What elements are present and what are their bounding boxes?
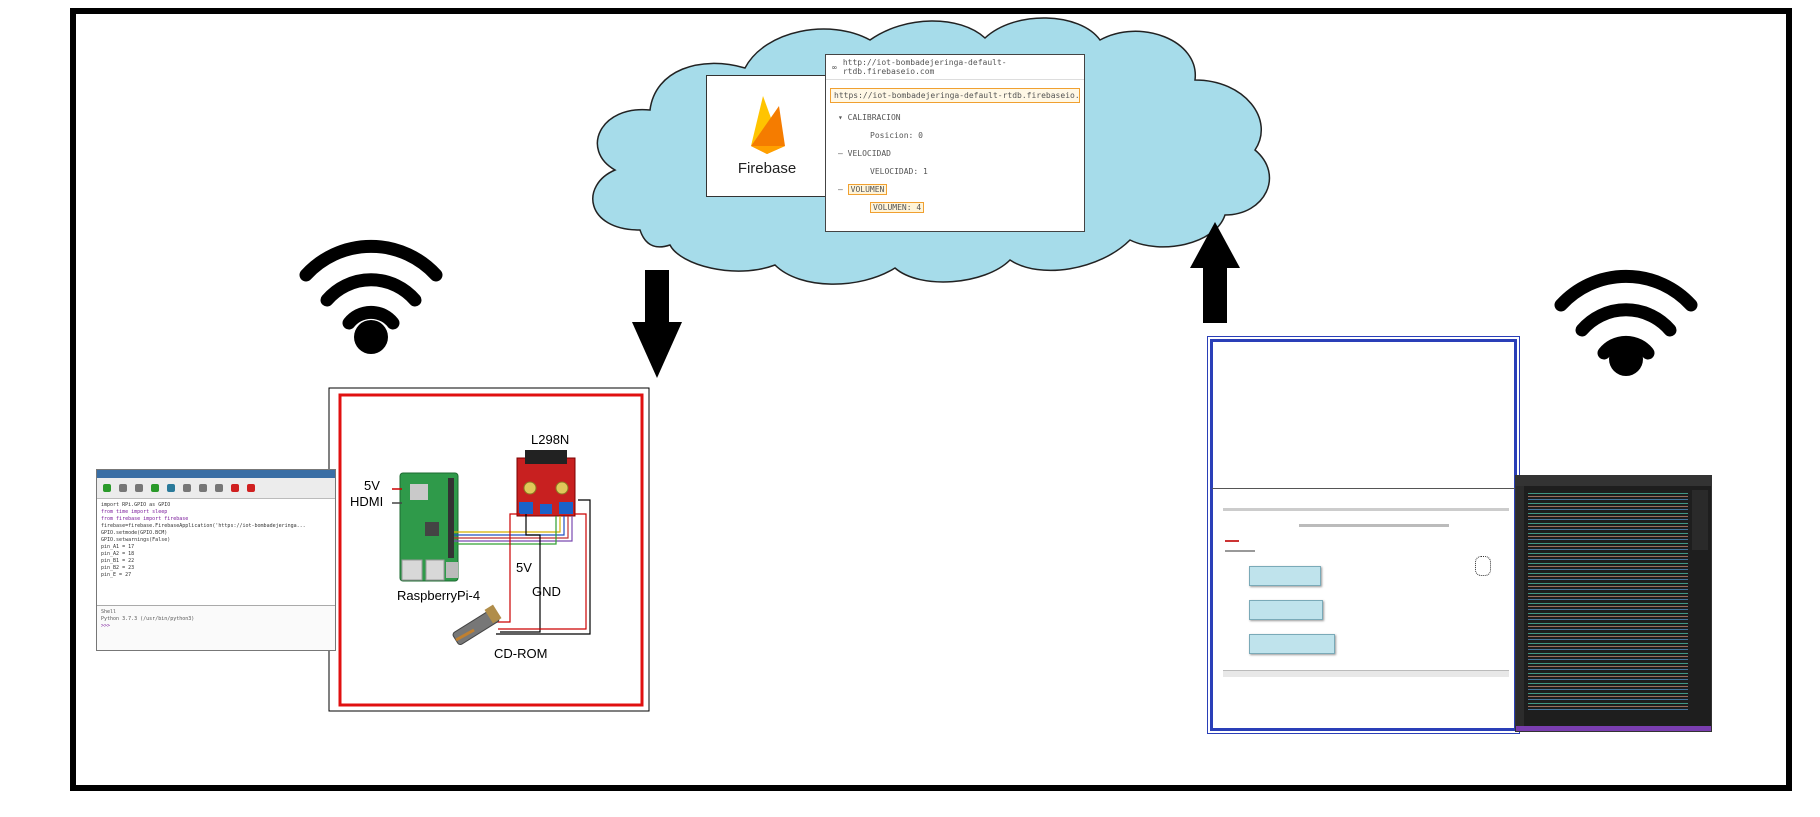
wifi-dot: [354, 320, 388, 354]
db-node-velocidad: — VELOCIDAD: [838, 149, 891, 158]
db-node-label: VELOCIDAD: [847, 149, 891, 158]
code-line: firebase=firebase.FirebaseApplication('h…: [101, 523, 306, 529]
db-node-label: CALIBRACION: [847, 113, 901, 122]
shell-line: Python 3.7.3 (/usr/bin/python3): [101, 616, 195, 622]
step-out-icon: [215, 484, 223, 492]
vscode-screenshot: [1515, 475, 1712, 732]
code-line: pin_A2 = 18: [101, 551, 135, 557]
cdrom-motor: [452, 604, 502, 646]
vscode-minimap: [1692, 490, 1708, 550]
devices-divider: [1212, 488, 1515, 489]
ide-titlebar: [97, 470, 335, 478]
db-node-label: VOLUMEN: [847, 184, 888, 195]
db-node-volumen: — VOLUMEN: [838, 184, 888, 195]
arrow-up-icon: [1190, 222, 1240, 323]
wifi-icon: [1554, 269, 1698, 360]
driver-5v-label: 5V: [516, 560, 532, 575]
save-icon: [135, 484, 143, 492]
l298n-driver: [516, 450, 576, 517]
motor-wires: [496, 499, 591, 635]
wifi-icon: [299, 239, 443, 330]
vscode-activity-bar: [1516, 486, 1524, 731]
ide-shell: Shell Python 3.7.3 (/usr/bin/python3) >>…: [97, 605, 335, 650]
new-icon: [103, 484, 111, 492]
firebase-icon: [751, 96, 785, 154]
debug-icon: [167, 484, 175, 492]
firebase-logo-label: Firebase: [737, 160, 797, 177]
web-link: [1225, 540, 1239, 542]
step-into-icon: [199, 484, 207, 492]
code-line: GPIO.setwarnings(False): [101, 537, 171, 543]
web-app-screenshot: [1219, 498, 1513, 726]
db-node-posicion: Posicion: 0: [870, 131, 923, 140]
quit-icon: [247, 484, 255, 492]
db-node-calibracion: ▾ CALIBRACION: [838, 113, 901, 122]
arrow-down-icon: [632, 270, 682, 378]
db-url-bar: ∞ http://iot-bombadejeringa-default-rtdb…: [826, 55, 1084, 80]
open-icon: [119, 484, 127, 492]
code-line: import RPi.GPIO as GPIO: [101, 502, 171, 508]
web-button-volumen[interactable]: [1249, 634, 1335, 654]
code-line: from firebase import firebase: [101, 516, 189, 522]
l298n-label: L298N: [531, 432, 570, 447]
vscode-code-lines: [1528, 490, 1688, 710]
hdmi-label: HDMI: [350, 494, 384, 509]
firebase-logo-card: Firebase: [706, 75, 828, 197]
run-icon: [151, 484, 159, 492]
raspberry-pi-label: RaspberryPi-4: [397, 588, 481, 603]
shell-line: >>>: [101, 623, 111, 629]
code-line: GPIO.setmode(GPIO.BCM): [101, 530, 168, 536]
hardware-outer-box: [328, 387, 650, 712]
code-line: pin_E = 27: [101, 572, 132, 578]
raspberry-pi-board: [399, 472, 459, 582]
web-button-velocidad[interactable]: [1249, 600, 1323, 620]
cdrom-label: CD-ROM: [494, 646, 548, 661]
db-path: https://iot-bombadejeringa-default-rtdb.…: [830, 88, 1080, 103]
link-icon: ∞: [832, 62, 837, 72]
supply-5v-label: 5V: [364, 478, 380, 493]
wifi-dot: [1609, 342, 1643, 376]
code-line: pin_A1 = 17: [101, 544, 135, 550]
web-browser-bar: [1223, 508, 1509, 511]
vscode-statusbar: [1516, 726, 1711, 731]
gpio-wires: [454, 516, 573, 545]
shell-line: Shell: [101, 609, 117, 615]
db-node-value: VOLUMEN: 4: [870, 202, 925, 213]
code-line: from time import sleep: [101, 509, 168, 515]
ide-toolbar: [97, 478, 335, 499]
step-icon: [183, 484, 191, 492]
db-url-text: http://iot-bombadejeringa-default-rtdb.f…: [842, 58, 1007, 76]
hardware-red-border: [338, 393, 644, 707]
diagram-frame: [70, 8, 1792, 791]
web-button-calibracion[interactable]: [1249, 566, 1321, 586]
firebase-database-panel: ∞ http://iot-bombadejeringa-default-rtdb…: [825, 54, 1085, 232]
db-node-volumen-value: VOLUMEN: 4: [870, 202, 925, 213]
code-line: pin_B1 = 22: [101, 558, 135, 564]
gnd-label: GND: [532, 584, 561, 599]
web-taskbar: [1223, 670, 1509, 677]
fingerprint-icon: [1475, 556, 1491, 576]
db-node-velocidad-value: VELOCIDAD: 1: [870, 167, 928, 176]
code-line: pin_B2 = 23: [101, 565, 135, 571]
vscode-titlebar: [1516, 476, 1711, 486]
web-title-text: [1299, 524, 1449, 527]
web-text: [1225, 550, 1255, 552]
stop-icon: [231, 484, 239, 492]
